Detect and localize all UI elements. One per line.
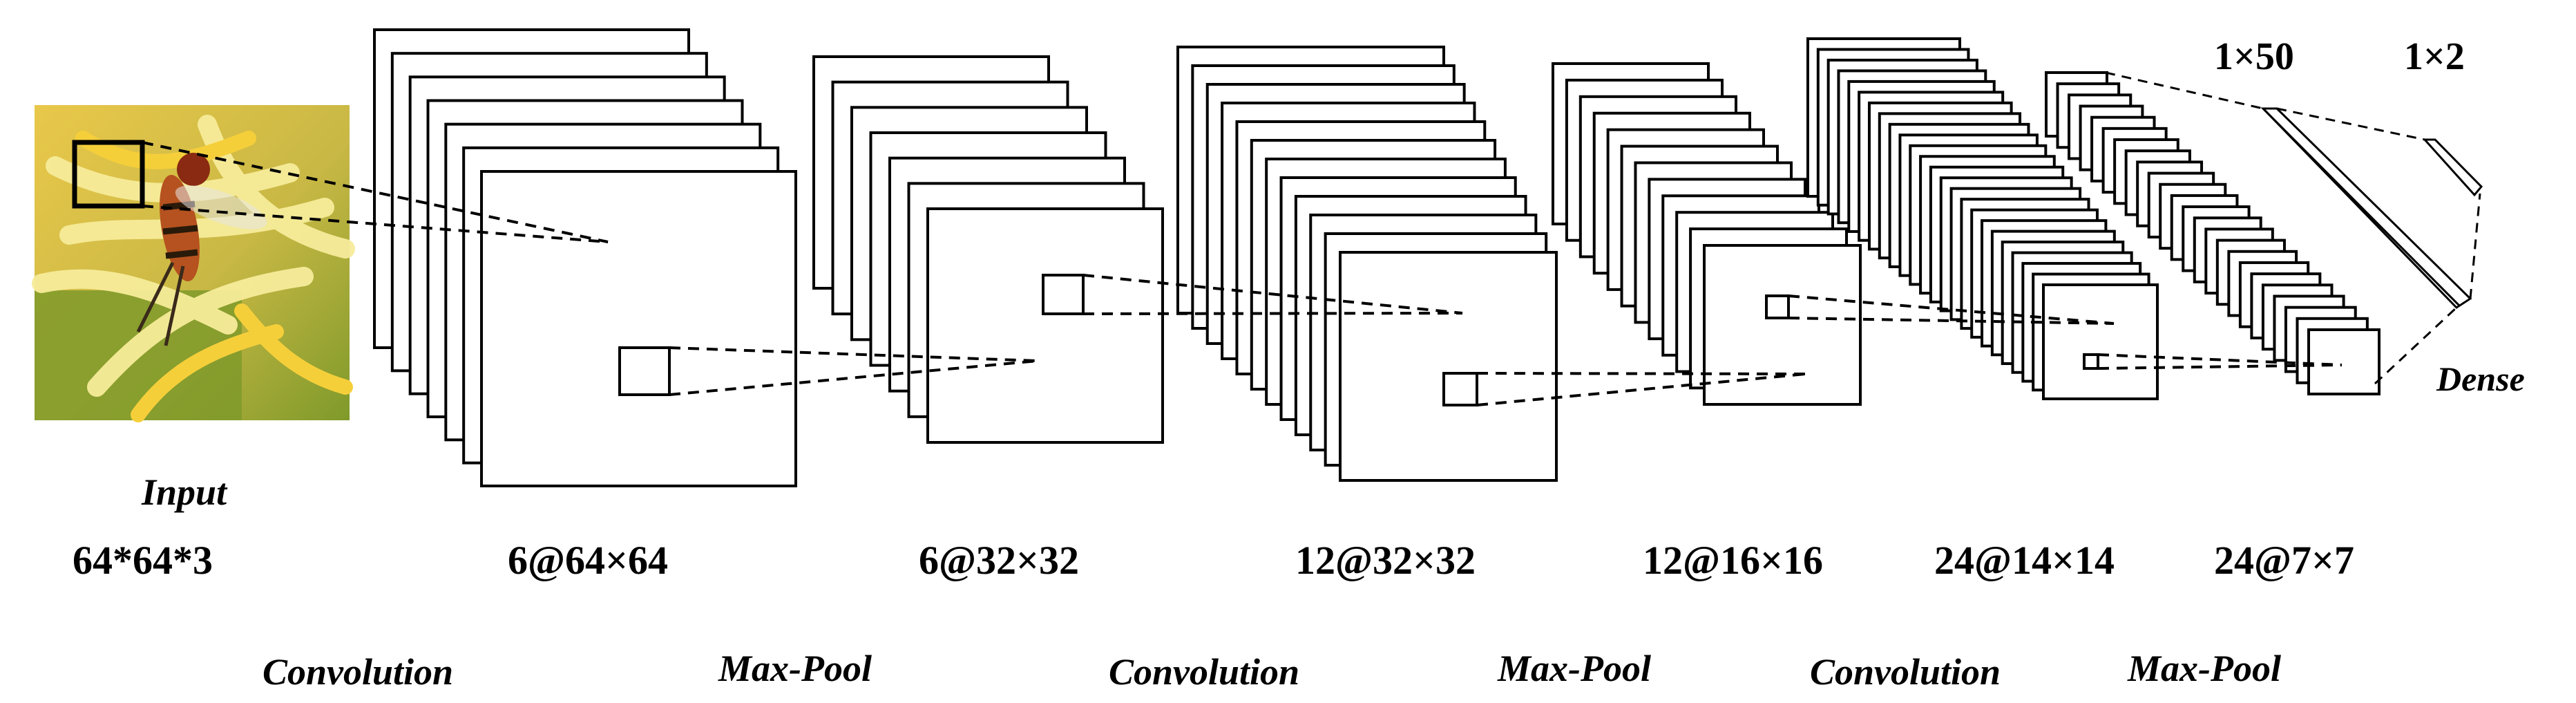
kernel-box xyxy=(1042,274,1085,315)
layer-dims-5: 24@14×14 xyxy=(1934,538,2115,583)
dense-label: Dense xyxy=(2436,359,2525,398)
feature-map-stack-3 xyxy=(1176,46,1558,482)
receptive-field-box xyxy=(72,140,145,209)
operation-label-6: Max-Pool xyxy=(2127,648,2281,689)
feature-map-frame xyxy=(1703,244,1862,406)
input-dims: 64*64*3 xyxy=(73,538,213,583)
layer-dims-6: 24@7×7 xyxy=(2214,538,2354,583)
projection-line xyxy=(1082,274,1463,315)
projection-line xyxy=(1788,317,2115,325)
projection-line xyxy=(1082,312,1463,315)
feature-map-stack-6 xyxy=(2045,71,2381,395)
insect-icon xyxy=(136,153,267,346)
layer-dims-1: 6@64×64 xyxy=(508,538,668,583)
operation-label-4: Max-Pool xyxy=(1497,648,1651,689)
kernel-box xyxy=(1442,372,1478,406)
projection-line xyxy=(142,205,609,243)
kernel-box xyxy=(1765,294,1790,319)
operation-label-3: Convolution xyxy=(1109,651,1299,693)
operation-label-5: Convolution xyxy=(1810,651,2001,693)
layer-dims-2: 6@32×32 xyxy=(919,538,1079,583)
feature-map-stacks xyxy=(373,28,2381,487)
projection-line xyxy=(669,359,1038,396)
input-label: Input xyxy=(141,471,228,513)
projection-line xyxy=(2097,353,2343,366)
dense-connector xyxy=(2374,306,2458,385)
feature-map-stack-2 xyxy=(812,55,1164,444)
kernel-box xyxy=(618,346,671,396)
operation-label-1: Convolution xyxy=(263,651,453,693)
feature-map-frame xyxy=(1339,251,1558,482)
dense-connector xyxy=(2105,71,2264,110)
feature-map-frame xyxy=(480,170,797,487)
dashed-connections xyxy=(142,141,2343,406)
projection-line xyxy=(142,141,609,243)
feature-map-frame xyxy=(2307,328,2381,395)
layer-dims-3: 12@32×32 xyxy=(1295,538,1476,583)
projection-line xyxy=(669,346,1038,362)
layer-dims-4: 12@16×16 xyxy=(1643,538,1823,583)
kernel-box xyxy=(2083,353,2099,370)
dense-connector xyxy=(2469,193,2481,299)
feature-map-frame xyxy=(2042,283,2159,400)
projection-line xyxy=(1788,294,2115,325)
dense-connector xyxy=(2276,107,2425,141)
dense-size-2: 1×2 xyxy=(2404,35,2465,78)
dense-size-1: 1×50 xyxy=(2214,35,2294,78)
input-image xyxy=(32,105,355,422)
projection-line xyxy=(2097,364,2343,370)
dense-layers xyxy=(2105,71,2483,385)
dense-1x2-bar xyxy=(2422,138,2483,197)
feature-map-stack-4 xyxy=(1552,62,1862,406)
operation-label-2: Max-Pool xyxy=(718,648,872,689)
feature-map-stack-1 xyxy=(373,28,797,487)
feature-map-stack-5 xyxy=(1806,37,2159,400)
feature-map-frame xyxy=(926,207,1164,444)
